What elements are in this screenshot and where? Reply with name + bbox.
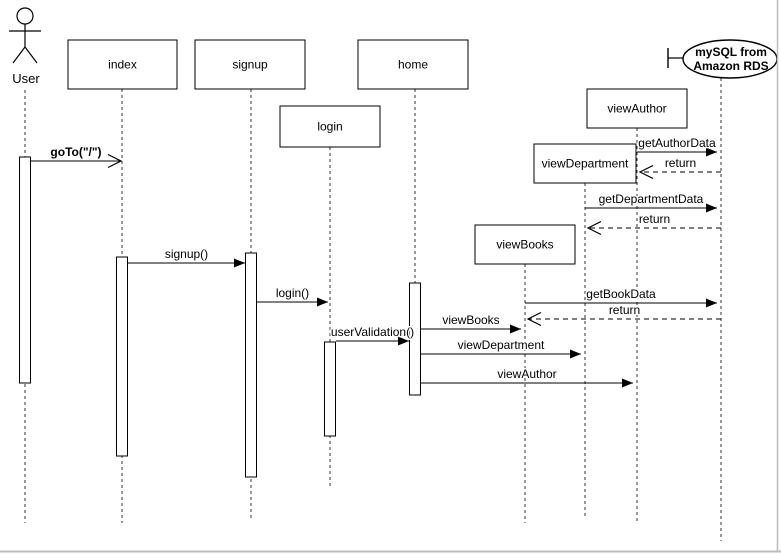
activation-bar-home [409,282,421,396]
actor-label-user: User [12,71,40,86]
object-box-home [357,39,469,90]
object-label-home: home [398,58,428,72]
object-box-index [67,39,178,90]
message-label-getauthordata-call: getAuthorData [638,136,716,150]
arrowhead-filled-login-call [317,297,328,307]
object-box-login [279,105,381,148]
database-label-line1: mySQL from [695,45,767,59]
activation-bar-index [116,256,128,457]
arrowhead-open-getbookdata-return [526,311,542,327]
message-label-login-call: login() [276,286,309,300]
message-label-getdepartmentdata-call: getDepartmentData [599,192,704,206]
object-box-viewBooks [474,224,576,265]
message-label-goto-call: goTo("/") [50,145,101,159]
object-label-signup: signup [232,58,268,72]
message-label-viewauthor-call: viewAuthor [497,367,556,381]
message-label-uservalidation-call: userValidation() [331,325,414,339]
arrowhead-filled-getdepartmentdata-call [706,203,717,213]
arrowhead-open-goto-call [107,153,123,169]
message-label-getauthordata-return: return [665,156,696,170]
arrowhead-filled-getbookdata-call [706,298,717,308]
user-actor-icon-leg-right [24,46,38,64]
arrowhead-filled-viewbooks-call [510,324,521,334]
object-label-viewAuthor: viewAuthor [607,102,666,116]
activation-bar-signup [245,252,257,478]
message-label-viewbooks-call: viewBooks [442,313,499,327]
message-label-getbookdata-return: return [609,303,640,317]
message-label-getbookdata-call: getBookData [586,287,656,301]
message-label-signup-call: signup() [165,247,208,261]
arrowhead-open-getdepartmentdata-return [586,220,602,236]
object-label-index: index [108,58,137,72]
arrowhead-filled-uservalidation-call [398,336,409,346]
object-box-viewDepartment [533,143,637,184]
activation-bar-user [19,156,31,384]
object-label-viewDepartment: viewDepartment [542,157,629,171]
object-box-signup [194,39,306,90]
user-actor-icon-leg-left [12,46,26,64]
database-label-line2: Amazon RDS [693,59,768,73]
user-actor-icon-head [16,7,34,25]
arrowhead-filled-viewdepartment-call [570,349,581,359]
message-label-getdepartmentdata-return: return [639,212,670,226]
object-label-login: login [317,120,342,134]
message-label-viewdepartment-call: viewDepartment [458,338,545,352]
arrowhead-open-getauthordata-return [638,164,654,180]
arrowhead-filled-signup-call [234,258,245,268]
activation-bar-login [324,341,336,437]
object-box-viewAuthor [586,88,688,129]
object-label-viewBooks: viewBooks [496,238,553,252]
arrowhead-filled-viewauthor-call [622,378,633,388]
arrowhead-filled-getauthordata-call [706,147,717,157]
